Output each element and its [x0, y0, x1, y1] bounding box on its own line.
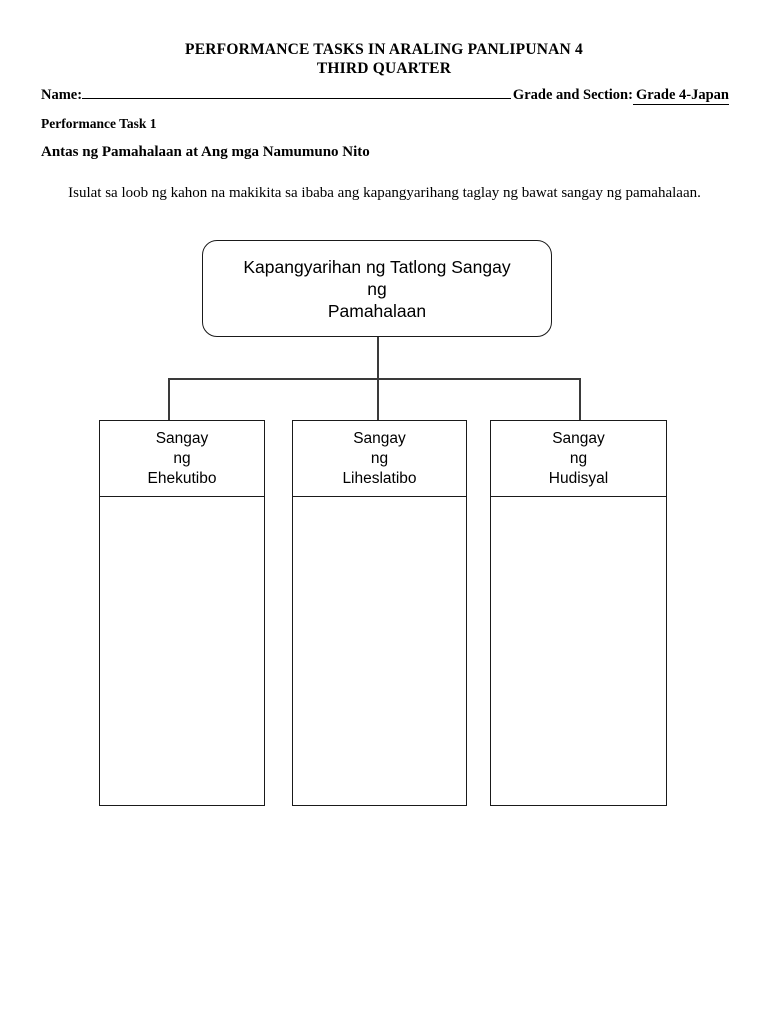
- connector-drop-right: [579, 378, 581, 420]
- performance-task-label: Performance Task 1: [41, 116, 157, 131]
- student-info-row: Name: Grade and Section: Grade 4-Japan: [41, 85, 729, 105]
- grade-and-section-value[interactable]: Grade 4-Japan: [632, 87, 729, 105]
- branch-answer-area-hudisyal[interactable]: [491, 497, 666, 805]
- document-subtitle: THIRD QUARTER: [316, 60, 452, 77]
- branch-header-hudisyal: Sangay ng Hudisyal: [491, 421, 666, 497]
- branch-title-ehekutibo: Sangay ng Ehekutibo: [147, 429, 217, 487]
- document-title: PERFORMANCE TASKS IN ARALING PANLIPUNAN …: [185, 41, 583, 58]
- name-input-blank[interactable]: [82, 85, 511, 99]
- branch-title-hudisyal: Sangay ng Hudisyal: [548, 429, 609, 487]
- connector-drop-left: [168, 378, 170, 420]
- task-heading: Antas ng Pamahalaan at Ang mga Namumuno …: [41, 144, 370, 160]
- branch-answer-area-ehekutibo[interactable]: [100, 497, 264, 805]
- root-node-label: Kapangyarihan ng Tatlong Sangay ng Pamah…: [243, 256, 511, 321]
- instruction-text: Isulat sa loob ng kahon na makikita sa i…: [68, 185, 701, 201]
- name-label: Name:: [41, 87, 83, 103]
- branch-header-ehekutibo: Sangay ng Ehekutibo: [100, 421, 264, 497]
- branch-column-liheslatibo: Sangay ng Liheslatibo: [292, 420, 467, 806]
- branch-column-hudisyal: Sangay ng Hudisyal: [490, 420, 667, 806]
- connector-drop-middle: [377, 378, 379, 420]
- branch-column-ehekutibo: Sangay ng Ehekutibo: [99, 420, 265, 806]
- root-node-box: Kapangyarihan ng Tatlong Sangay ng Pamah…: [202, 240, 552, 337]
- connector-horizontal-bar: [168, 378, 581, 380]
- branch-answer-area-liheslatibo[interactable]: [293, 497, 466, 805]
- grade-and-section-label: Grade and Section:: [512, 87, 633, 103]
- branch-title-liheslatibo: Sangay ng Liheslatibo: [342, 429, 417, 487]
- branch-header-liheslatibo: Sangay ng Liheslatibo: [293, 421, 466, 497]
- connector-vertical-stem: [377, 337, 379, 379]
